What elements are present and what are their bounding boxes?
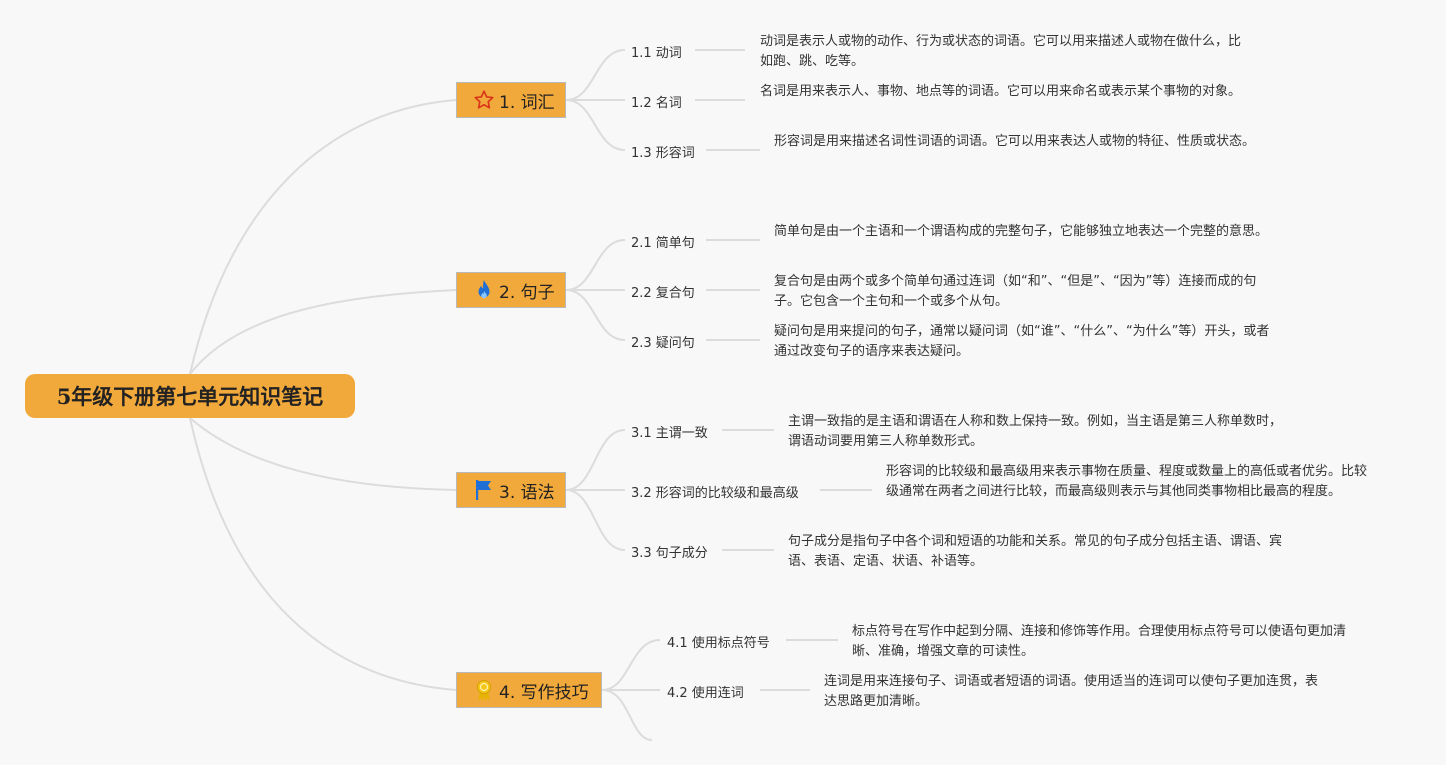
topic-2-1[interactable]: 2.1 简单句 — [631, 236, 695, 251]
note-3-2: 形容词的比较级和最高级用来表示事物在质量、程度或数量上的高低或者优劣。比较级通常… — [886, 464, 1368, 499]
note-2-3: 疑问句是用来提问的句子，通常以疑问词（如“谁”、“什么”、“为什么”等）开头，或… — [774, 324, 1270, 359]
topic-1-3[interactable]: 1.3 形容词 — [631, 146, 695, 161]
topic-1-1[interactable]: 1.1 动词 — [631, 46, 682, 61]
note-4-2: 连词是用来连接句子、词语或者短语的词语。使用适当的连词可以使句子更加连贯，表达思… — [824, 674, 1319, 709]
topic-2-3[interactable]: 2.3 疑问句 — [631, 336, 695, 351]
note-1-3: 形容词是用来描述名词性词语的词语。它可以用来表达人或物的特征、性质或状态。 — [774, 134, 1256, 149]
topic-3-1[interactable]: 3.1 主谓一致 — [631, 426, 708, 441]
branch-label: 1. 词汇 — [499, 92, 555, 113]
topic-3-3[interactable]: 3.3 句子成分 — [631, 546, 708, 561]
branch-vocabulary[interactable]: 1. 词汇 — [456, 82, 566, 118]
branch-grammar[interactable]: 3. 语法 — [456, 472, 566, 508]
note-3-3: 句子成分是指句子中各个词和短语的功能和关系。常见的句子成分包括主语、谓语、宾语、… — [788, 534, 1283, 569]
branch-label: 2. 句子 — [499, 282, 555, 303]
branch-sentences[interactable]: 2. 句子 — [456, 272, 566, 308]
note-4-1: 标点符号在写作中起到分隔、连接和修饰等作用。合理使用标点符号可以使语句更加清晰、… — [852, 624, 1347, 659]
topic-1-2[interactable]: 1.2 名词 — [631, 96, 682, 111]
note-3-1: 主谓一致指的是主语和谓语在人称和数上保持一致。例如，当主语是第三人称单数时，谓语… — [788, 414, 1283, 449]
flag-icon — [473, 479, 495, 501]
topic-4-1[interactable]: 4.1 使用标点符号 — [667, 636, 770, 651]
topic-2-2[interactable]: 2.2 复合句 — [631, 286, 695, 301]
branch-writing-skills[interactable]: 4. 写作技巧 — [456, 672, 602, 708]
flame-icon — [473, 279, 495, 301]
root-topic[interactable]: 5年级下册第七单元知识笔记 — [25, 374, 355, 418]
note-1-1: 动词是表示人或物的动作、行为或状态的词语。它可以用来描述人或物在做什么，比如跑、… — [760, 34, 1242, 69]
topic-3-2[interactable]: 3.2 形容词的比较级和最高级 — [631, 486, 799, 501]
star-icon — [473, 89, 495, 111]
note-2-2: 复合句是由两个或多个简单句通过连词（如“和”、“但是”、“因为”等）连接而成的句… — [774, 274, 1257, 309]
branch-label: 3. 语法 — [499, 482, 555, 503]
branch-label: 4. 写作技巧 — [499, 682, 589, 703]
topic-4-2[interactable]: 4.2 使用连词 — [667, 686, 744, 701]
note-2-1: 简单句是由一个主语和一个谓语构成的完整句子，它能够独立地表达一个完整的意思。 — [774, 224, 1269, 239]
medal-icon — [473, 679, 495, 701]
note-1-2: 名词是用来表示人、事物、地点等的词语。它可以用来命名或表示某个事物的对象。 — [760, 84, 1242, 99]
